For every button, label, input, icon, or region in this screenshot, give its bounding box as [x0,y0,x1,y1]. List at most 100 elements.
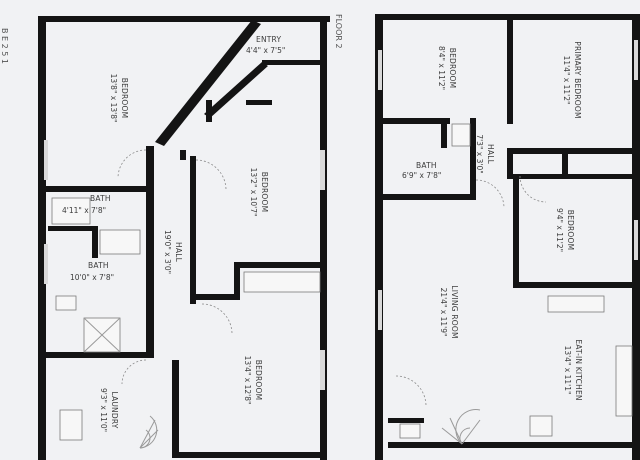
wall-bottom-right [388,442,638,448]
closet-box [399,423,421,439]
room-living-room: LIVING ROOM 21'4" x 11'9" [439,285,459,338]
room-bath-upper: BATH 4'11" x 7'8" [62,194,111,215]
room-dims: 11'4" x 11'2" [562,56,571,105]
room-dims: 9'3" x 11'0" [99,388,108,432]
room-dims: 19'0" x 3'0" [163,230,172,274]
window-e1 [320,150,325,190]
window-r4 [634,220,638,260]
wall-bedroom-ne1-bottom [380,118,450,124]
room-name: BEDROOM [566,210,575,251]
wall-bedroom-e-bottom [513,282,637,288]
closet-sw [243,271,321,293]
room-name: BEDROOM [254,360,263,401]
edge-text: B E 2 5 1 [0,28,9,64]
room-eatin-kitchen: EAT-IN KITCHEN 13'4" x 11'1" [563,339,583,400]
room-name: BATH [90,194,111,203]
room-name: HALL [486,144,495,165]
room-dims: 4'4" x 7'5" [246,46,285,55]
door-swing-hall-right [475,179,505,209]
wall-bath-right-top [441,118,447,148]
room-dims: 9'4" x 11'2" [555,208,564,252]
room-dims: 13'2" x 10'7" [249,168,258,217]
wall-hall-right-upper [190,156,196,304]
wall-bedroom-e-left [513,176,519,286]
room-bedroom-ne1: BEDROOM 8'4" x 11'2" [437,46,457,90]
room-bath-right: BATH 6'9" x 7'8" [402,161,441,180]
room-hall-left: HALL 19'0" x 3'0" [163,230,183,274]
wall-hall-right-left [470,118,476,198]
window-e2 [320,350,325,390]
door-swing-bedroom-nw [117,149,147,179]
room-dims: 13'8" x 13'8" [109,74,118,123]
window-w2 [44,244,48,284]
wall-top-left [40,16,330,22]
room-name: BEDROOM [120,78,129,119]
bath-right-vanity [451,123,471,147]
wall-primary-bottom [507,148,637,154]
kitchen-counter [547,295,605,313]
room-dims: 7'3" x 3'0" [475,134,484,173]
wall-hall-stub [180,150,186,160]
room-bath-lower: BATH 10'0" x 7'8" [70,261,114,282]
shower-diagonal-2 [83,317,121,353]
wall-right-left-plan [320,16,327,460]
spiral-stair-right [441,409,481,445]
wall-bedroom-sw-top [196,294,240,300]
room-dims: 13'4" x 11'1" [563,346,572,395]
wall-left-right-plan [375,14,383,460]
window-r1 [378,50,382,90]
wall-bedroom-split [507,18,513,124]
wall-bath-top [40,186,150,192]
bathtub-upper [51,197,91,225]
room-bedroom-center: BEDROOM 13'2" x 10'7" [249,168,269,217]
kitchen-counter-side [615,345,633,417]
wall-bedroom-jog [234,262,240,298]
wall-bedroom-center-bottom [234,262,324,268]
room-name: LIVING ROOM [450,285,459,338]
door-swing-laundry [121,359,147,385]
window-r3 [634,40,638,80]
wall-closet-divider [562,150,568,178]
door-swing-bedroom-sw [201,303,233,335]
floor-label: FLOOR 2 [334,14,343,49]
room-name: BEDROOM [260,172,269,213]
room-dims: 6'9" x 7'8" [402,171,441,180]
room-name: BEDROOM [448,48,457,89]
wall-bedroom-top-a [246,100,272,105]
wall-diagonal-inner [204,62,268,118]
wall-hall-right-right [507,148,513,178]
wall-hall-left [146,146,154,354]
room-name: BATH [416,161,437,170]
wall-hall-right-lower [172,360,179,458]
wall-bath-divider [92,226,98,258]
wall-laundry-top [40,352,154,358]
room-entry: ENTRY 4'4" x 7'5" [246,35,285,55]
room-name: HALL [174,242,183,263]
room-name: ENTRY [256,35,281,44]
wall-bedroom-e-top [507,174,637,179]
room-name: EAT-IN KITCHEN [574,339,583,400]
room-dims: 8'4" x 11'2" [437,46,446,90]
room-hall-right: HALL 7'3" x 3'0" [475,134,495,173]
wall-bedroom-stub [206,100,212,122]
door-swing-bedroom-e [519,175,547,203]
wall-bath-mid [48,226,94,231]
room-bedroom-sw: BEDROOM 13'4" x 12'8" [243,356,263,405]
vanity [99,229,141,255]
left-floor-plan [38,16,330,460]
room-dims: 13'4" x 12'8" [243,356,252,405]
room-dims: 21'4" x 11'9" [439,288,448,337]
room-laundry: LAUNDRY 9'3" x 11'0" [99,388,119,432]
right-floor-plan [375,14,640,460]
wall-closet-bottom-top [388,418,424,423]
room-name: LAUNDRY [110,391,119,428]
spiral-stair-left [139,415,159,449]
wall-entry-bottom [262,60,320,65]
room-dims: 10'0" x 7'8" [70,273,114,282]
wall-top-right [375,14,640,20]
wall-diagonal-outer [155,20,261,146]
toilet [55,295,77,311]
wall-bath-right-bottom [380,194,476,200]
